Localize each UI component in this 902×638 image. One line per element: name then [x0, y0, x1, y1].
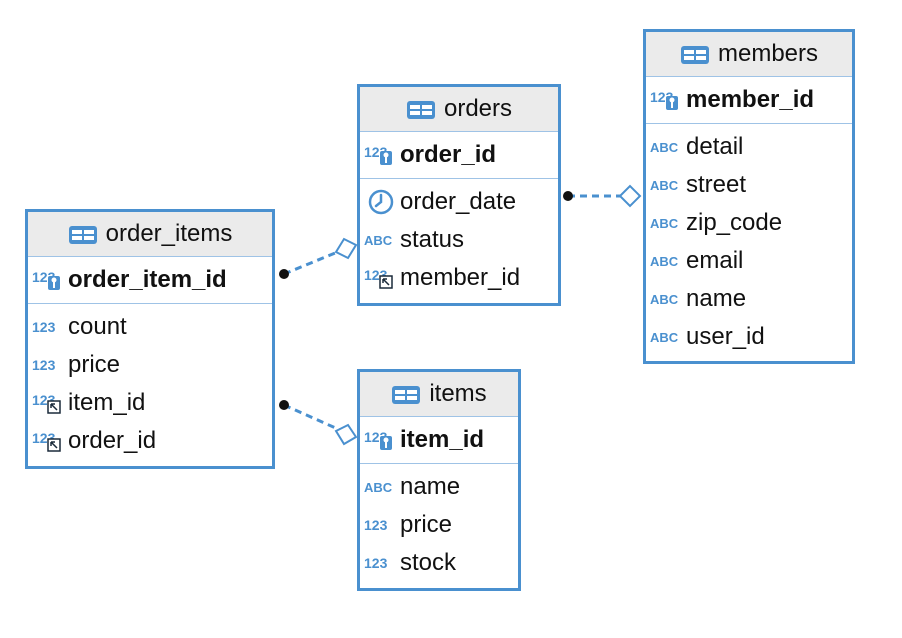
- column-name: order_item_id: [68, 266, 227, 293]
- source-dot-icon: [279, 400, 289, 410]
- column-name: count: [68, 313, 127, 340]
- entity-header: order_items: [28, 212, 272, 257]
- entity-header: orders: [360, 87, 558, 132]
- column-name: email: [686, 247, 744, 274]
- svg-text:ABC: ABC: [650, 254, 679, 269]
- column-row[interactable]: 123 price: [28, 346, 272, 384]
- column-name: stock: [400, 549, 457, 576]
- svg-text:ABC: ABC: [650, 178, 679, 193]
- relationship-order-items-orders[interactable]: [279, 237, 358, 279]
- column-row[interactable]: ABC detail: [646, 128, 852, 166]
- diamond-icon: [618, 184, 642, 208]
- entity-header: members: [646, 32, 852, 77]
- column-row[interactable]: ABC name: [646, 280, 852, 318]
- column-name: order_date: [400, 188, 517, 215]
- entity-title: items: [429, 380, 487, 407]
- entity-title: order_items: [105, 220, 233, 247]
- entity-title: members: [717, 40, 819, 67]
- column-row[interactable]: 123 count: [28, 308, 272, 346]
- abc-icon: ABC: [650, 215, 684, 231]
- numeric-icon: 123: [364, 555, 398, 571]
- svg-text:ABC: ABC: [364, 233, 393, 248]
- table-icon: [680, 44, 710, 64]
- numeric-fk-icon: 123: [364, 267, 398, 289]
- column-row[interactable]: ABC email: [646, 242, 852, 280]
- column-name: order_id: [400, 141, 497, 168]
- column-name: name: [686, 285, 747, 312]
- numeric-fk-icon: 123: [32, 392, 66, 414]
- abc-icon: ABC: [650, 139, 684, 155]
- source-dot-icon: [279, 269, 289, 279]
- column-row[interactable]: ABC status: [360, 221, 558, 259]
- column-name: zip_code: [686, 209, 783, 236]
- relationship-order-items-items[interactable]: [279, 400, 358, 446]
- column-name: item_id: [68, 389, 146, 416]
- numeric-fk-icon: 123: [32, 430, 66, 452]
- numeric-icon: 123: [364, 517, 398, 533]
- svg-text:123: 123: [32, 357, 56, 373]
- column-name: detail: [686, 133, 744, 160]
- column-name: order_id: [68, 427, 157, 454]
- abc-icon: ABC: [650, 291, 684, 307]
- svg-text:ABC: ABC: [650, 140, 679, 155]
- column-row[interactable]: 123 stock: [360, 544, 518, 582]
- column-name: member_id: [400, 264, 521, 291]
- source-dot-icon: [563, 191, 573, 201]
- column-name: item_id: [400, 426, 485, 453]
- table-icon: [406, 99, 436, 119]
- relationship-orders-members[interactable]: [563, 184, 642, 208]
- column-name: user_id: [686, 323, 765, 350]
- svg-text:123: 123: [364, 555, 388, 571]
- svg-text:ABC: ABC: [650, 330, 679, 345]
- column-name: street: [686, 171, 747, 198]
- svg-text:ABC: ABC: [650, 292, 679, 307]
- entity-title: orders: [443, 95, 513, 122]
- numeric-key-icon: 123: [650, 89, 684, 111]
- column-row[interactable]: ABC street: [646, 166, 852, 204]
- diamond-icon: [334, 237, 358, 260]
- column-name: price: [68, 351, 121, 378]
- table-icon: [391, 384, 421, 404]
- abc-icon: ABC: [650, 253, 684, 269]
- svg-text:123: 123: [32, 319, 56, 335]
- svg-text:ABC: ABC: [650, 216, 679, 231]
- column-name: price: [400, 511, 453, 538]
- abc-icon: ABC: [364, 479, 398, 495]
- column-name: member_id: [686, 86, 815, 113]
- numeric-icon: 123: [32, 319, 66, 335]
- column-name: status: [400, 226, 465, 253]
- svg-text:123: 123: [364, 517, 388, 533]
- column-row[interactable]: ABC name: [360, 468, 518, 506]
- column-row[interactable]: order_date: [360, 183, 558, 221]
- diamond-icon: [334, 423, 358, 446]
- table-icon: [68, 224, 98, 244]
- abc-icon: ABC: [364, 232, 398, 248]
- column-row[interactable]: ABC user_id: [646, 318, 852, 356]
- numeric-key-icon: 123: [364, 429, 398, 451]
- numeric-icon: 123: [32, 357, 66, 373]
- column-row[interactable]: ABC zip_code: [646, 204, 852, 242]
- abc-icon: ABC: [650, 329, 684, 345]
- entity-header: items: [360, 372, 518, 417]
- column-name: name: [400, 473, 461, 500]
- svg-text:ABC: ABC: [364, 480, 393, 495]
- numeric-key-icon: 123: [364, 144, 398, 166]
- numeric-key-icon: 123: [32, 269, 66, 291]
- column-row[interactable]: 123 price: [360, 506, 518, 544]
- abc-icon: ABC: [650, 177, 684, 193]
- clock-icon: [364, 189, 398, 215]
